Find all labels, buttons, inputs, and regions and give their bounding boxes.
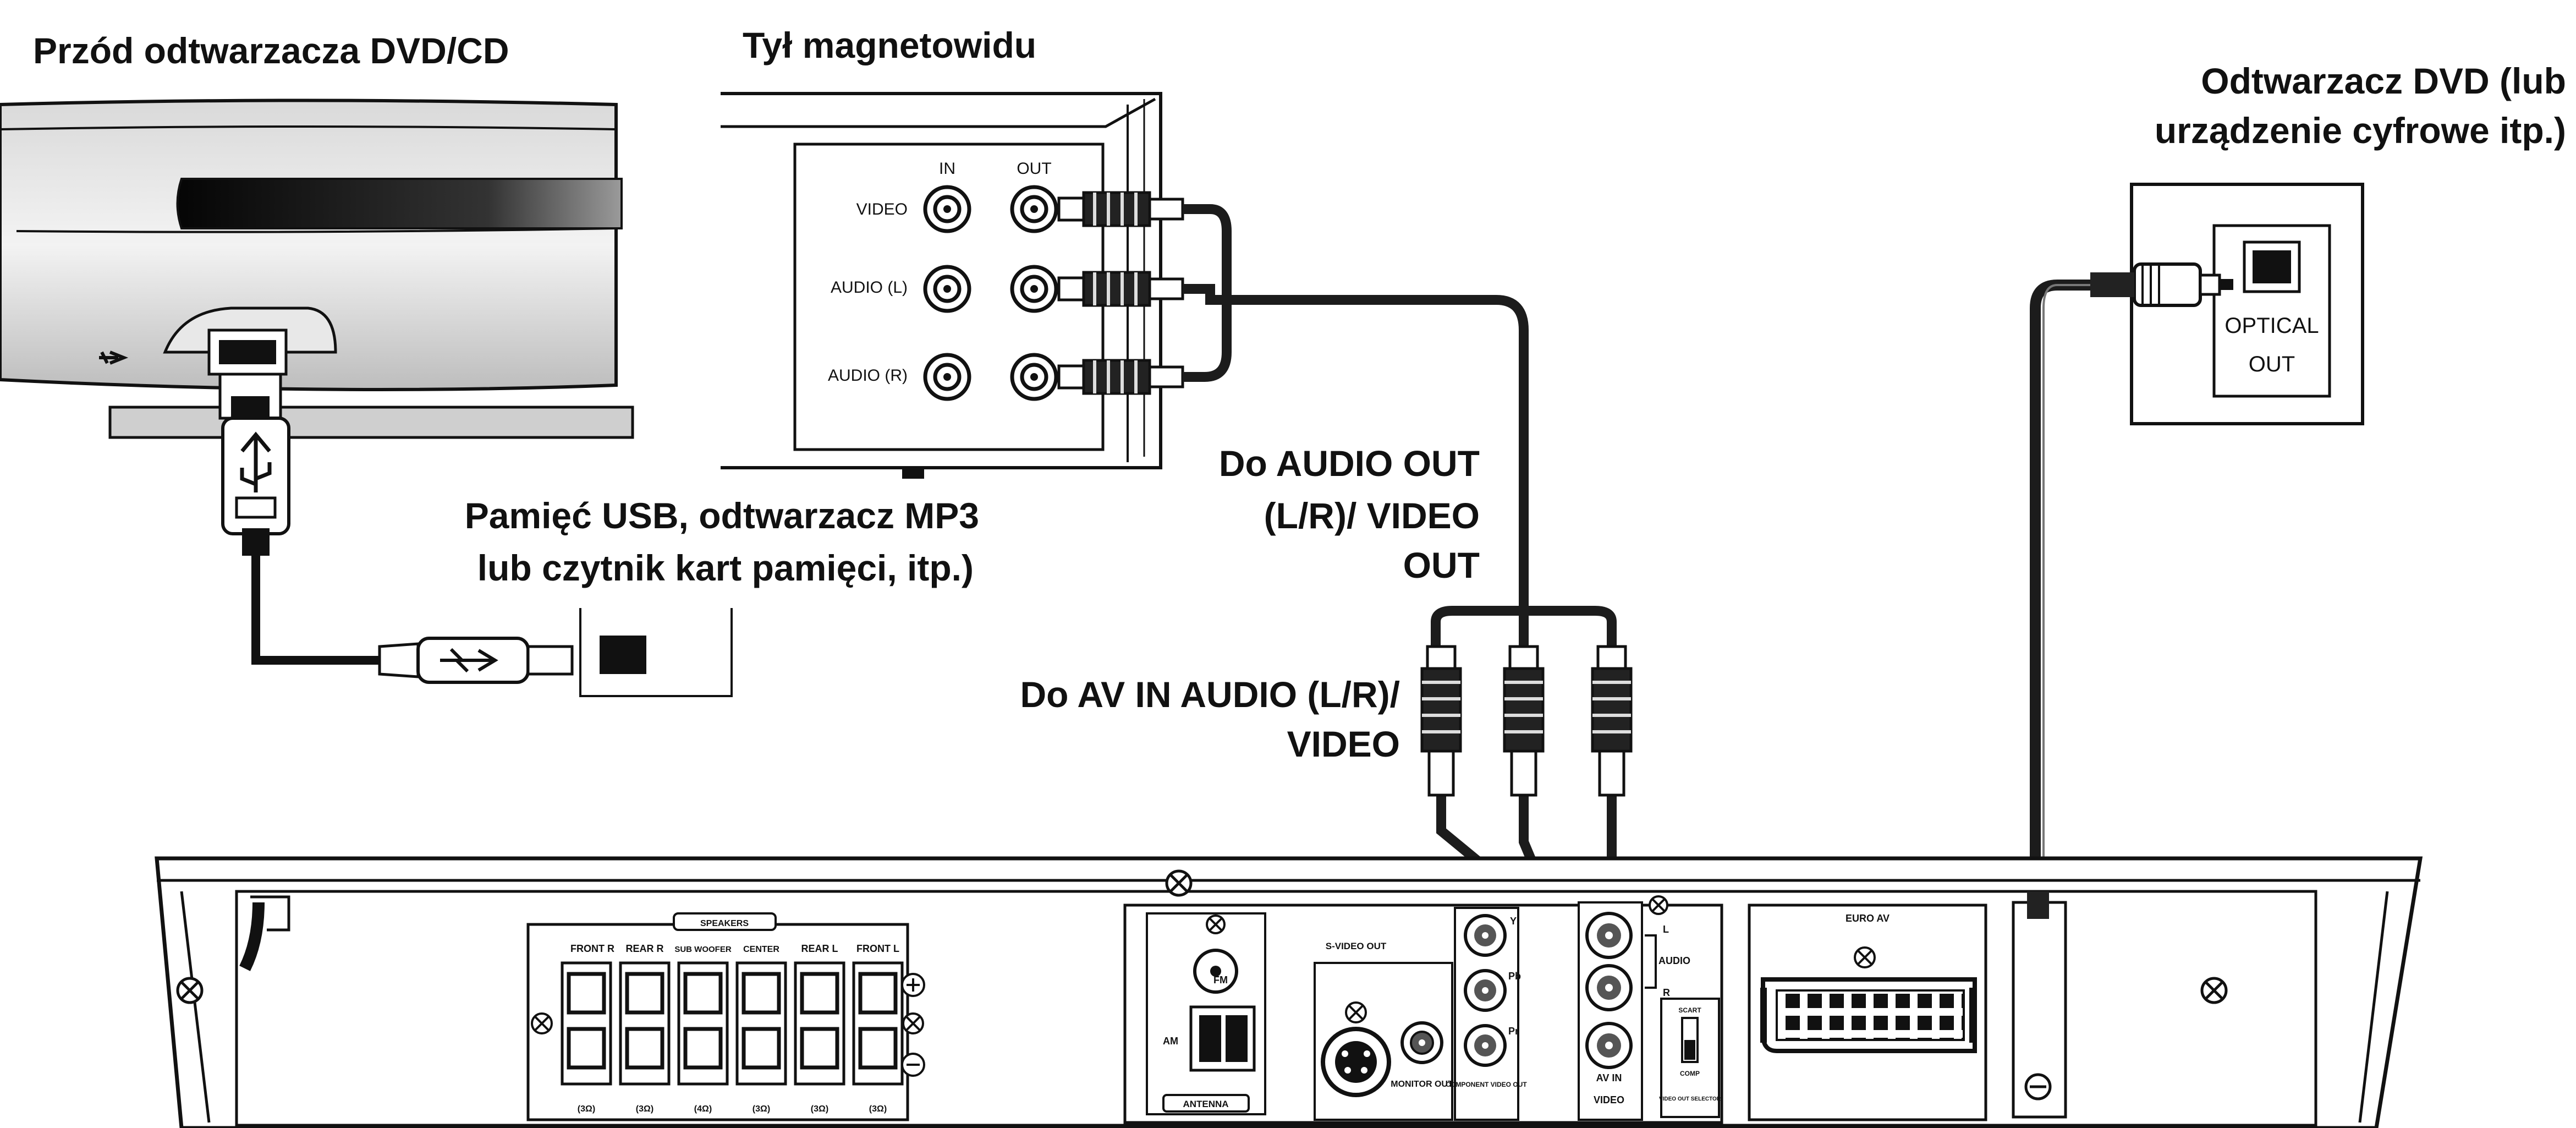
av-in-video-label: VIDEO <box>1594 1094 1624 1105</box>
vcr-in-label: IN <box>939 160 955 178</box>
component-pb-jack <box>1464 969 1507 1012</box>
y-label: Y <box>1510 916 1517 927</box>
screw-icon <box>1345 1001 1367 1023</box>
fm-label: FM <box>1213 974 1228 985</box>
impedance-label: (3Ω) <box>869 1104 887 1114</box>
front-l-label: FRONT L <box>856 943 899 954</box>
usb-cable-plug <box>378 637 574 684</box>
front-r-label: FRONT R <box>570 943 614 954</box>
plus-icon <box>901 973 925 997</box>
impedance-label: (3Ω) <box>636 1104 653 1114</box>
screw-icon <box>1165 869 1193 897</box>
video-out-selector-label: VIDEO OUT SELECTOR <box>1659 1096 1721 1102</box>
component-video-out-label: COMPONENT VIDEO OUT <box>1446 1081 1527 1088</box>
usb-cable <box>251 556 385 665</box>
speakers-label: SPEAKERS <box>700 919 749 928</box>
vcr-audio-r-label: AUDIO (R) <box>828 366 908 385</box>
screw-icon <box>902 1012 924 1034</box>
to-audio-out-line1: Do AUDIO OUT <box>1219 443 1480 484</box>
dvd-front-heading: Przód odtwarzacza DVD/CD <box>33 30 509 71</box>
dvd-front-panel <box>0 98 634 439</box>
usb-device <box>579 608 733 697</box>
component-pr-jack <box>1464 1024 1507 1067</box>
dvd-player-heading-1: Odtwarzacz DVD (lub <box>2201 61 2566 101</box>
antenna-label: ANTENNA <box>1183 1099 1228 1109</box>
center-label: CENTER <box>743 945 779 954</box>
impedance-label: (3Ω) <box>811 1104 828 1114</box>
io-section <box>1123 895 1723 1124</box>
s-video-jack <box>1321 1027 1391 1097</box>
av-in-video-jack <box>1585 1022 1633 1069</box>
sub-woofer-label: SUB WOOFER <box>674 945 731 954</box>
impedance-label: (4Ω) <box>694 1104 712 1114</box>
scart-label: SCART <box>1678 1006 1701 1014</box>
impedance-label: (3Ω) <box>753 1104 770 1114</box>
pr-label: Pr <box>1508 1026 1519 1037</box>
usb-icon <box>99 351 129 365</box>
screw-icon <box>2200 977 2228 1004</box>
usb-stick <box>221 417 290 556</box>
to-av-in-line2: VIDEO <box>1287 724 1400 764</box>
pb-label: Pb <box>1508 971 1521 982</box>
av-in-label: AV IN <box>1596 1072 1622 1083</box>
euro-av-label: EURO AV <box>1846 913 1890 924</box>
screw-icon <box>1854 946 1876 968</box>
av-in-rca-plugs <box>1420 645 1633 797</box>
optical-plug-top <box>2090 262 2233 307</box>
screw-icon <box>1649 895 1668 915</box>
minus-icon <box>901 1053 925 1077</box>
disc-slot <box>176 178 623 229</box>
comp-label: COMP <box>1680 1070 1700 1077</box>
av-in-audio-l-jack <box>1585 912 1633 959</box>
usb-icon <box>240 431 272 492</box>
s-video-out-label: S-VIDEO OUT <box>1326 941 1387 951</box>
dvd-player-heading-2: urządzenie cyfrowe itp.) <box>2155 110 2566 151</box>
to-audio-out-line2: (L/R)/ VIDEO <box>1264 495 1480 536</box>
av-in-audio-r-jack <box>1585 964 1633 1011</box>
audio-label: AUDIO <box>1658 955 1690 966</box>
optical-out-label-1: OPTICAL <box>2225 314 2319 338</box>
screw-icon <box>1206 915 1226 934</box>
optical-out-label-2: OUT <box>2249 352 2295 376</box>
rear-l-label: REAR L <box>801 943 838 954</box>
am-label: AM <box>1163 1036 1178 1047</box>
monitor-out-label: MONITOR OUT <box>1391 1080 1453 1089</box>
usb-icon <box>440 648 498 673</box>
to-av-in-line1: Do AV IN AUDIO (L/R)/ <box>1020 674 1400 715</box>
screw-icon <box>176 977 204 1004</box>
fm-antenna-jack <box>1193 949 1238 994</box>
speaker-terminals <box>526 912 925 1121</box>
vcr-jacks <box>923 185 1058 401</box>
vcr-out-label: OUT <box>1017 160 1051 178</box>
to-audio-out-line3: OUT <box>1403 545 1480 585</box>
euro-av-scart <box>1748 904 1987 1121</box>
rear-r-label: REAR R <box>625 943 663 954</box>
usb-label-line2: lub czytnik kart pamięci, itp.) <box>477 547 974 588</box>
optical-in-receiver <box>2012 891 2067 1119</box>
screw-icon <box>531 1012 553 1034</box>
audio-l-label: L <box>1663 924 1669 935</box>
vcr-rear-heading: Tył magnetowidu <box>743 25 1036 65</box>
vcr-audio-l-label: AUDIO (L) <box>831 278 908 297</box>
vcr-video-label: VIDEO <box>856 200 908 218</box>
audio-r-label: R <box>1663 987 1670 998</box>
monitor-out-jack <box>1400 1021 1443 1064</box>
vcr-rca-plugs <box>1057 191 1184 395</box>
component-y-jack <box>1464 914 1507 957</box>
impedance-label: (3Ω) <box>578 1104 595 1114</box>
usb-label-line1: Pamięć USB, odtwarzacz MP3 <box>465 495 979 536</box>
